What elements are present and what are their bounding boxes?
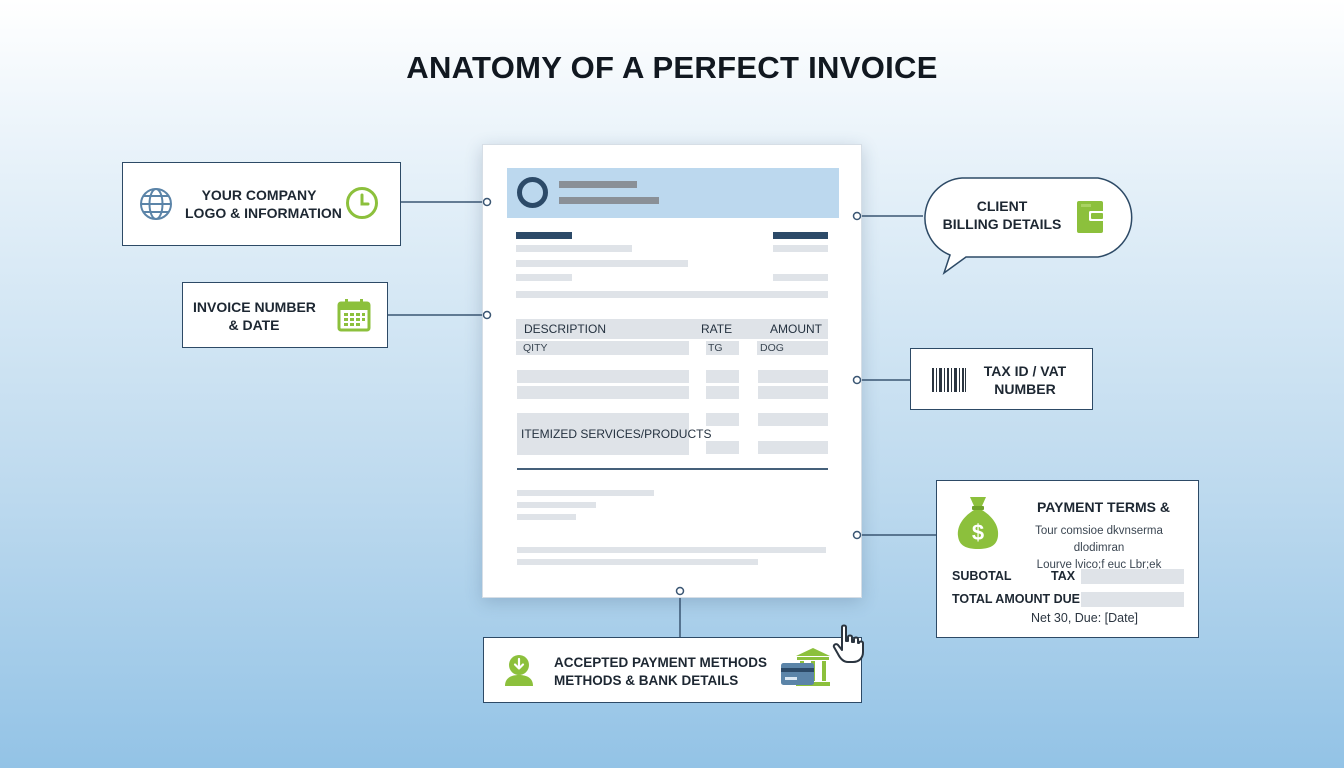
- header-line: [559, 181, 637, 188]
- client-label-line2: BILLING DETAILS: [942, 216, 1062, 232]
- table-cell: [758, 413, 828, 426]
- col-amount: AMOUNT: [770, 322, 822, 336]
- total-amount-due-label: TOTAL AMOUNT DUE: [952, 592, 1081, 606]
- totals-divider: [517, 468, 828, 470]
- from-heading-bar: [516, 232, 572, 239]
- callout-payment-terms: $ PAYMENT TERMS & Tour comsioe dkvnserma…: [936, 480, 1199, 638]
- notes-line: [517, 490, 654, 496]
- wallet-icon: [1077, 201, 1105, 233]
- row-amount: DOG: [760, 342, 784, 354]
- money-bag-icon: $: [957, 497, 999, 549]
- table-cell: [757, 341, 828, 355]
- callout-payment-methods: ACCEPTED PAYMENT METHODS METHODS & BANK …: [483, 637, 862, 703]
- items-label: ITEMIZED SERVICES/PRODUCTS: [521, 427, 712, 441]
- to-line: [773, 245, 828, 252]
- payment-methods-line2: METHODS & BANK DETAILS: [554, 673, 739, 688]
- payment-terms-description: Tour comsioe dkvnserma dlodimran Lourve …: [1009, 523, 1189, 574]
- table-cell: [706, 441, 739, 454]
- payment-terms-desc-line1: Tour comsioe dkvnserma dlodimran: [1035, 525, 1163, 554]
- company-label-line2: LOGO & INFORMATION: [185, 205, 342, 221]
- col-rate: RATE: [701, 322, 733, 336]
- callout-invoice-number: INVOICE NUMBER & DATE: [182, 282, 388, 348]
- logo-circle-icon: [517, 177, 548, 208]
- from-line: [516, 260, 688, 267]
- invoice-document: DESCRIPTION RATE AMOUNT QITY TG DOG ITEM…: [482, 144, 862, 598]
- bank-card-icon: [781, 648, 830, 686]
- invoice-header: [507, 168, 839, 218]
- globe-icon: [140, 188, 172, 220]
- invoice-number-label-line1: INVOICE NUMBER: [193, 299, 316, 315]
- footer-line: [517, 547, 826, 553]
- person-download-icon: [505, 655, 533, 686]
- payment-terms-desc-line2: Lourve lvico;f euc Lbr;ek: [1036, 559, 1162, 571]
- calendar-icon: [337, 299, 371, 332]
- table-cell: [706, 341, 739, 355]
- table-cell: [706, 370, 739, 383]
- row-qty: QITY: [523, 342, 548, 354]
- table-cell: [706, 413, 739, 426]
- notes-line: [517, 502, 596, 508]
- tax-label-line2: NUMBER: [994, 381, 1056, 397]
- table-cell: [517, 370, 689, 383]
- tax-value-field: [1081, 569, 1184, 584]
- header-line: [559, 197, 659, 204]
- col-description: DESCRIPTION: [524, 322, 607, 336]
- callout-tax-id: TAX ID / VAT NUMBER: [910, 348, 1093, 410]
- hand-cursor-icon: [832, 624, 864, 663]
- notes-line: [517, 514, 576, 520]
- page-title: ANATOMY OF A PERFECT INVOICE: [406, 50, 938, 85]
- tax-label: TAX: [1051, 569, 1076, 583]
- tax-label-line1: TAX ID / VAT: [983, 363, 1067, 379]
- to-line: [773, 274, 828, 281]
- company-label-line1: YOUR COMPANY: [201, 187, 317, 203]
- table-cell: [516, 341, 689, 355]
- divider-line: [516, 291, 828, 298]
- table-cell: [758, 370, 828, 383]
- from-line: [516, 245, 632, 252]
- row-rate: TG: [708, 342, 723, 354]
- table-cell: [706, 386, 739, 399]
- total-value-field: [1081, 592, 1184, 607]
- table-cell: [758, 386, 828, 399]
- payment-methods-line1: ACCEPTED PAYMENT METHODS: [554, 655, 768, 670]
- callout-company-info: YOUR COMPANY LOGO & INFORMATION: [122, 162, 401, 246]
- svg-text:$: $: [972, 520, 984, 545]
- callout-client-billing: CLIENT BILLING DETAILS: [922, 177, 1140, 277]
- barcode-icon: [932, 368, 966, 392]
- client-label-line1: CLIENT: [976, 198, 1028, 214]
- from-line: [516, 274, 572, 281]
- clock-icon: [346, 187, 378, 219]
- table-header-row: [516, 319, 828, 339]
- payment-terms-title: PAYMENT TERMS &: [1037, 499, 1171, 515]
- table-cell: [758, 441, 828, 454]
- to-heading-bar: [773, 232, 828, 239]
- footer-line: [517, 559, 758, 565]
- invoice-number-label-line2: & DATE: [228, 317, 280, 333]
- subtotal-label: SUBOTAL: [952, 569, 1012, 583]
- items-block: [517, 413, 689, 455]
- table-cell: [517, 386, 689, 399]
- payment-terms-note: Net 30, Due: [Date]: [1031, 611, 1139, 625]
